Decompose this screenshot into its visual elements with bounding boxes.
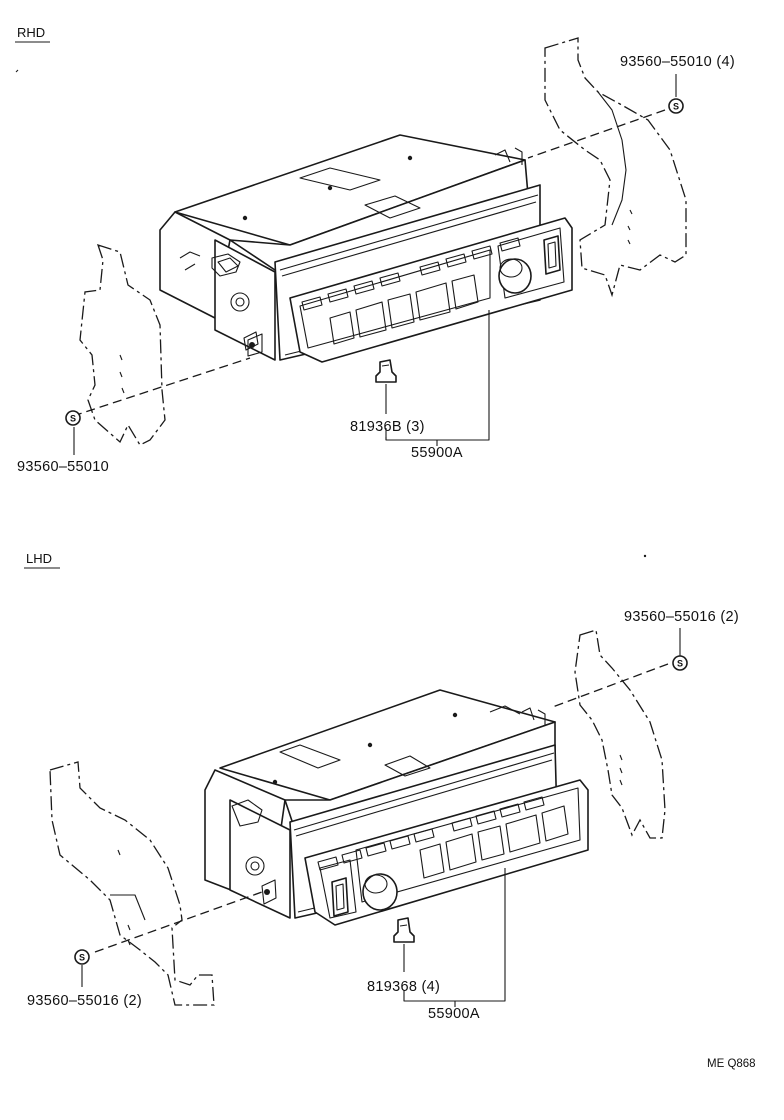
label-rhd-bolt-right: 93560–55010 (4) — [620, 54, 735, 70]
bolt-symbol-rhd-left: S — [65, 410, 81, 426]
label-lhd-assembly: 55900A — [428, 1006, 480, 1022]
right-bracket-rhd — [544, 37, 687, 298]
section-rhd: RHD — [15, 25, 735, 475]
right-bracket-lhd — [574, 629, 666, 839]
bolt-symbol-lhd-right: S — [672, 655, 688, 671]
clip-rhd — [375, 359, 397, 383]
svg-text:S: S — [677, 659, 683, 669]
control-unit-rhd — [159, 134, 573, 363]
left-bracket-lhd — [49, 761, 215, 1006]
section-rhd-header: RHD — [17, 25, 45, 40]
control-unit-lhd — [204, 689, 589, 926]
left-bracket-rhd — [79, 243, 166, 446]
svg-text:S: S — [673, 102, 679, 112]
label-rhd-clip: 81936B (3) — [350, 419, 425, 435]
svg-text:S: S — [79, 953, 85, 963]
label-rhd-assembly: 55900A — [411, 445, 463, 461]
label-lhd-bolt-right: 93560–55016 (2) — [624, 609, 739, 625]
label-lhd-clip: 819368 (4) — [367, 979, 440, 995]
reference-code: ME Q868 — [707, 1058, 756, 1070]
bolt-symbol-rhd-right: S — [668, 98, 684, 114]
clip-lhd — [393, 917, 415, 943]
svg-text:S: S — [70, 414, 76, 424]
label-rhd-bolt-left: 93560–55010 — [17, 459, 109, 475]
section-lhd-header: LHD — [26, 551, 52, 566]
section-lhd: LHD — [24, 551, 739, 1022]
label-lhd-bolt-left: 93560–55016 (2) — [27, 993, 142, 1009]
bolt-symbol-lhd-left: S — [74, 949, 90, 965]
